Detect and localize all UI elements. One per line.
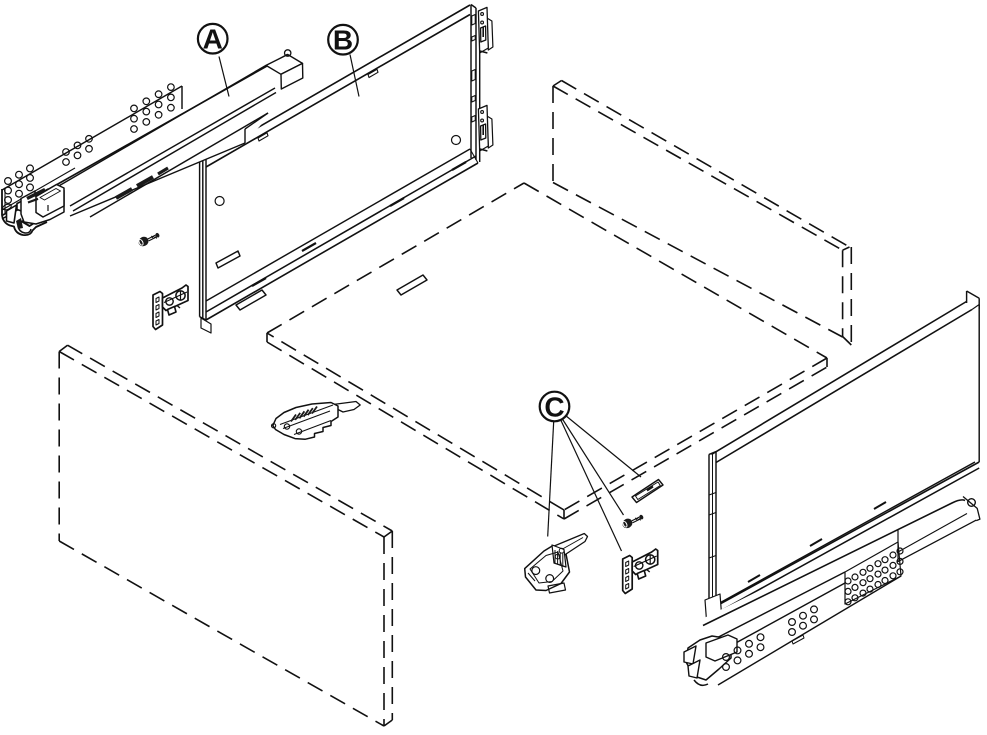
svg-text:A: A [203,24,223,55]
svg-text:B: B [333,25,353,56]
svg-text:C: C [544,392,564,423]
